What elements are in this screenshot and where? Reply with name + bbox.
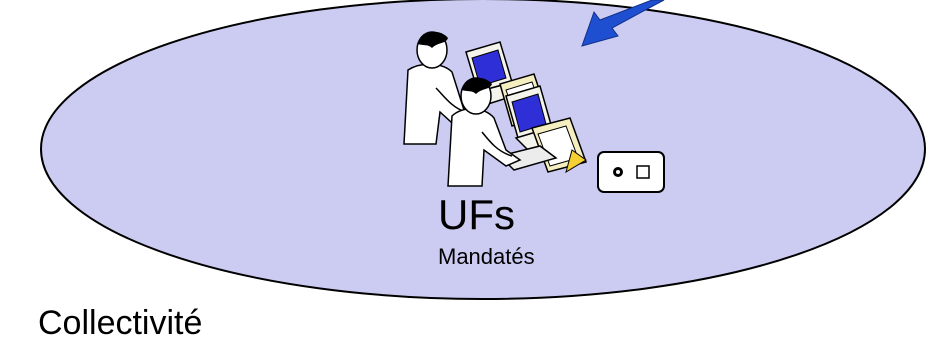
computer-operators-icon <box>403 31 587 187</box>
diagram-canvas <box>40 0 926 300</box>
card-reader-icon <box>597 151 665 193</box>
main-label: UFs <box>438 191 515 238</box>
incoming-arrow-icon <box>581 0 665 47</box>
outer-label: Collectivité <box>38 304 203 342</box>
sub-label: Mandatés <box>438 244 535 269</box>
